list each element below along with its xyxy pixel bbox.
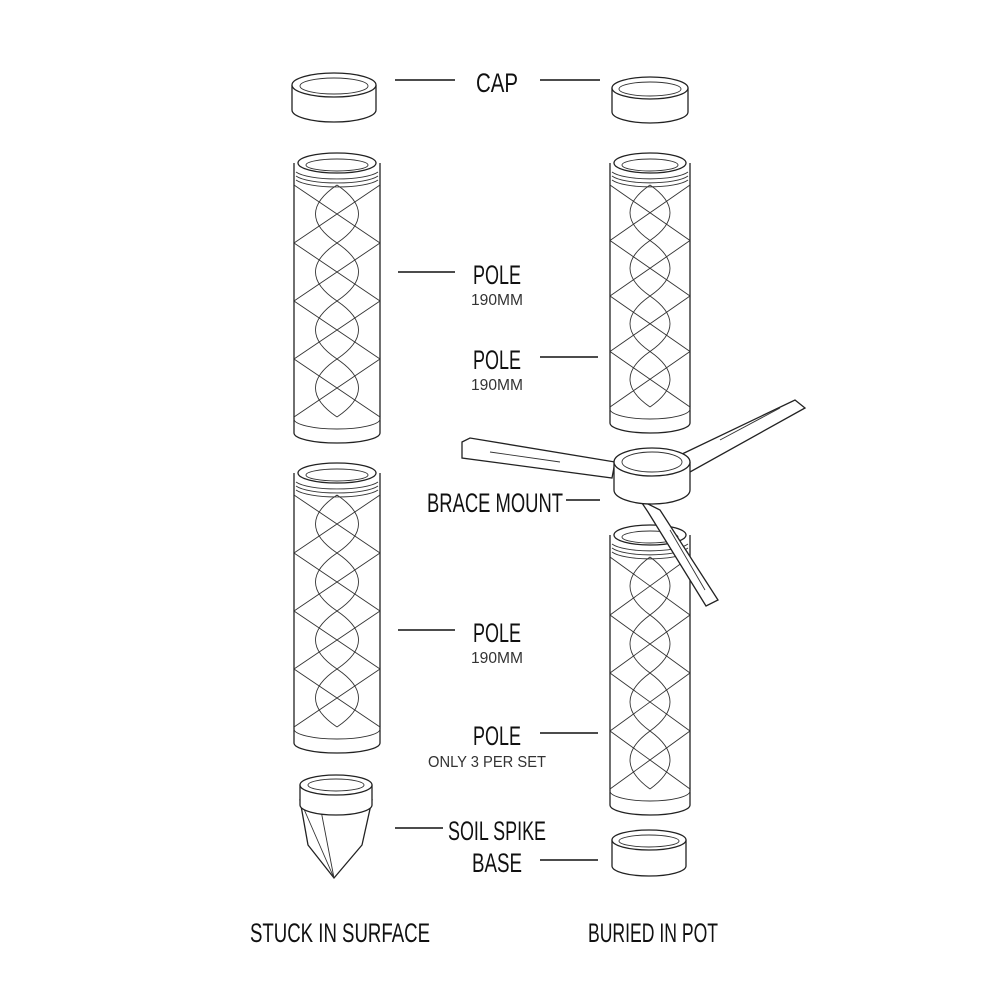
label-soil-spike: SOIL SPIKE xyxy=(448,816,546,846)
label-pole-top-left: POLE xyxy=(473,260,521,290)
column-title-right: BURIED IN POT xyxy=(588,918,718,948)
label-pole-top-left-length: 190MM xyxy=(471,292,523,309)
brace-mount xyxy=(461,399,807,607)
label-pole-bottom-left-length: 190MM xyxy=(471,650,523,667)
base-ring xyxy=(611,829,687,877)
soil-spike xyxy=(299,774,373,880)
pole-top-left xyxy=(293,152,381,444)
column-title-left: STUCK IN SURFACE xyxy=(250,918,430,948)
label-brace-mount: BRACE MOUNT xyxy=(427,488,563,518)
pole-top-right xyxy=(609,152,691,434)
label-pole-bottom-right: POLE xyxy=(473,721,521,751)
pole-bottom-right xyxy=(609,524,691,816)
label-base: BASE xyxy=(472,848,522,878)
cap-left xyxy=(291,72,377,123)
label-cap: CAP xyxy=(476,68,518,98)
label-pole-top-right-length: 190MM xyxy=(471,377,523,394)
pole-bottom-left xyxy=(293,462,381,754)
label-pole-bottom-right-note: ONLY 3 PER SET xyxy=(428,754,546,771)
label-pole-bottom-left: POLE xyxy=(473,618,521,648)
cap-right xyxy=(611,76,689,124)
label-pole-top-right: POLE xyxy=(473,345,521,375)
poles-group xyxy=(293,152,691,816)
